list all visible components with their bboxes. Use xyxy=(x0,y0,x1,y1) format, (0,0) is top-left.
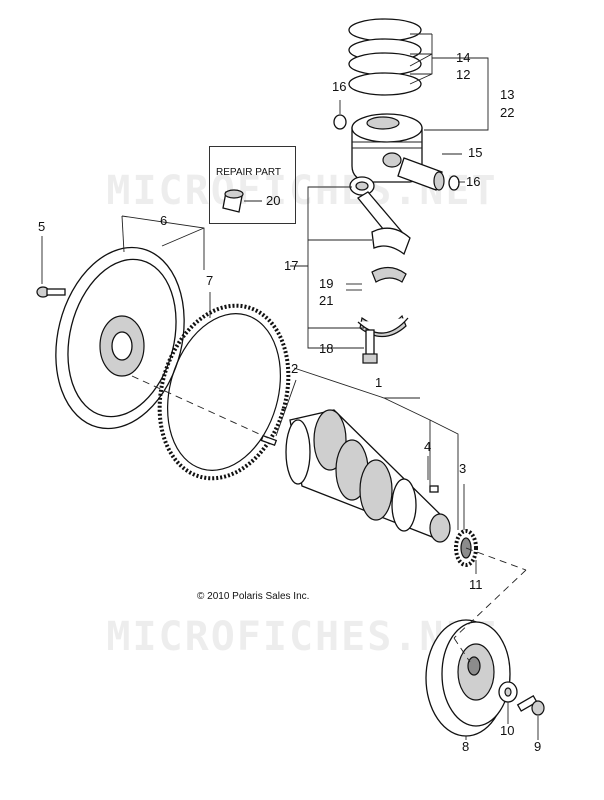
callout-20: 20 xyxy=(266,193,281,208)
repair-bushing xyxy=(222,189,244,213)
repair-part-label: REPAIR PART xyxy=(216,167,282,178)
callout-13: 13 xyxy=(500,87,515,102)
flywheel xyxy=(55,246,185,430)
dowel-pin xyxy=(260,434,278,447)
callout-5: 5 xyxy=(38,219,46,234)
callout-16-right: 16 xyxy=(466,174,481,189)
callout-21: 21 xyxy=(319,293,334,308)
callout-10: 10 xyxy=(500,723,515,738)
piston-pin xyxy=(397,157,445,191)
pulley-bolt xyxy=(516,695,545,716)
bearing-upper xyxy=(371,266,407,283)
callout-15: 15 xyxy=(468,145,483,160)
callout-22: 22 xyxy=(500,105,515,120)
crankshaft xyxy=(285,409,451,543)
piston-rings xyxy=(348,18,422,96)
callout-1: 1 xyxy=(375,375,383,390)
callout-2: 2 xyxy=(291,361,299,376)
callout-12: 12 xyxy=(456,67,471,82)
callout-11: 11 xyxy=(469,577,483,592)
repair-part-box: REPAIR PART xyxy=(209,146,296,224)
callout-8: 8 xyxy=(462,739,470,754)
rod-bolt xyxy=(362,329,378,364)
circlip-left xyxy=(333,114,347,130)
callout-18: 18 xyxy=(319,341,334,356)
flywheel-bolt xyxy=(36,286,66,298)
callout-14: 14 xyxy=(456,50,471,65)
ring-gear xyxy=(157,303,291,481)
copyright-text: © 2010 Polaris Sales Inc. xyxy=(197,591,310,602)
callout-9: 9 xyxy=(534,739,542,754)
rod-cap xyxy=(357,317,409,334)
woodruff-key xyxy=(429,485,439,493)
pulley xyxy=(425,619,511,737)
connecting-rod xyxy=(349,176,411,256)
circlip-right xyxy=(448,175,460,191)
leader-lines xyxy=(41,33,539,740)
callout-4: 4 xyxy=(424,439,432,454)
washer xyxy=(498,681,518,703)
callout-19: 19 xyxy=(319,276,334,291)
callout-17: 17 xyxy=(284,258,299,273)
callout-3: 3 xyxy=(459,461,467,476)
callout-7: 7 xyxy=(206,273,214,288)
callout-6: 6 xyxy=(160,213,168,228)
callout-16-top: 16 xyxy=(332,79,347,94)
